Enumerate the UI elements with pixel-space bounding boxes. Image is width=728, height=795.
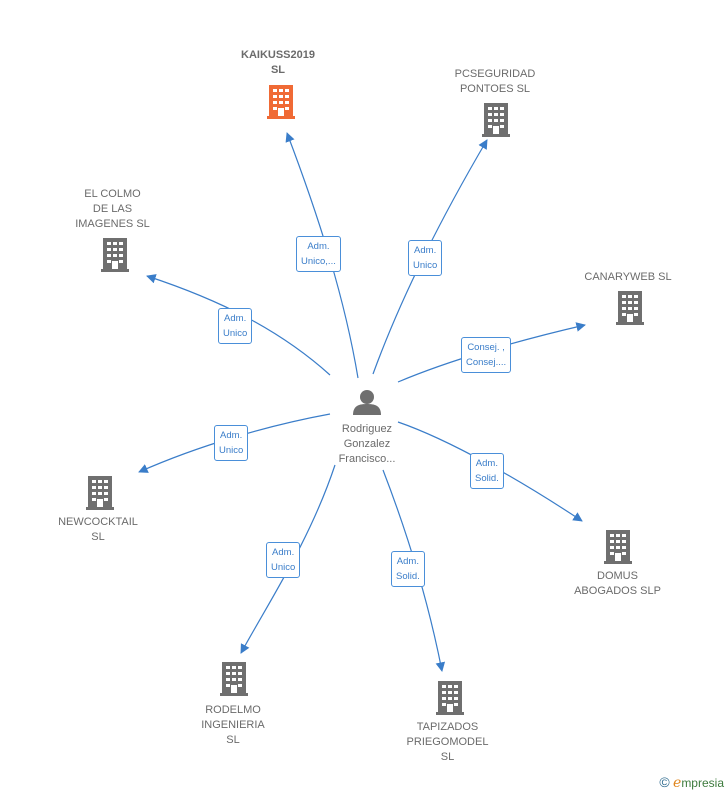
edges-layer xyxy=(138,132,586,672)
node-label-pcseguridad[interactable]: PCSEGURIDAD PONTOES SL xyxy=(454,68,536,95)
brand-watermark: © empresia xyxy=(659,774,724,791)
edge-label-kaikuss[interactable]: Adm. Unico,... xyxy=(296,236,341,272)
edge-label-tapizados[interactable]: Adm. Solid. xyxy=(391,551,425,587)
node-label-kaikuss[interactable]: KAIKUSS2019 SL xyxy=(241,49,315,76)
node-label-domus[interactable]: DOMUS ABOGADOS SLP xyxy=(574,570,661,597)
building-icon-pcseguridad[interactable] xyxy=(482,103,510,137)
building-icon-canaryweb[interactable] xyxy=(616,291,644,325)
person-icon xyxy=(353,390,381,415)
edge-label-canaryweb[interactable]: Consej. , Consej.... xyxy=(461,337,512,373)
copyright-icon: © xyxy=(659,774,670,790)
building-icon-rodelmo[interactable] xyxy=(220,662,248,696)
edge-label-domus[interactable]: Adm. Solid. xyxy=(470,453,504,489)
edge-label-rodelmo[interactable]: Adm. Unico xyxy=(266,542,301,578)
brand-e: e xyxy=(673,775,682,791)
building-icon-tapizados[interactable] xyxy=(436,681,464,715)
node-label-tapizados[interactable]: TAPIZADOS PRIEGOMODEL SL xyxy=(406,721,489,763)
node-label-rodelmo[interactable]: RODELMO INGENIERIA SL xyxy=(201,704,265,746)
edge-label-pcseguridad[interactable]: Adm. Unico xyxy=(408,240,443,276)
node-label-colmo[interactable]: EL COLMO DE LAS IMAGENES SL xyxy=(75,188,150,230)
building-icon-kaikuss[interactable] xyxy=(267,85,295,119)
node-label-newcocktail[interactable]: NEWCOCKTAIL SL xyxy=(58,516,138,543)
edge-label-newcocktail[interactable]: Adm. Unico xyxy=(214,425,249,461)
brand-rest: mpresia xyxy=(681,776,724,790)
building-icon-colmo[interactable] xyxy=(101,238,129,272)
center-person-name[interactable]: Rodriguez Gonzalez Francisco... xyxy=(338,423,396,465)
building-icon-newcocktail[interactable] xyxy=(86,476,114,510)
edge-label-colmo[interactable]: Adm. Unico xyxy=(218,308,253,344)
node-label-canaryweb[interactable]: CANARYWEB SL xyxy=(584,271,672,283)
building-icon-domus[interactable] xyxy=(604,530,632,564)
